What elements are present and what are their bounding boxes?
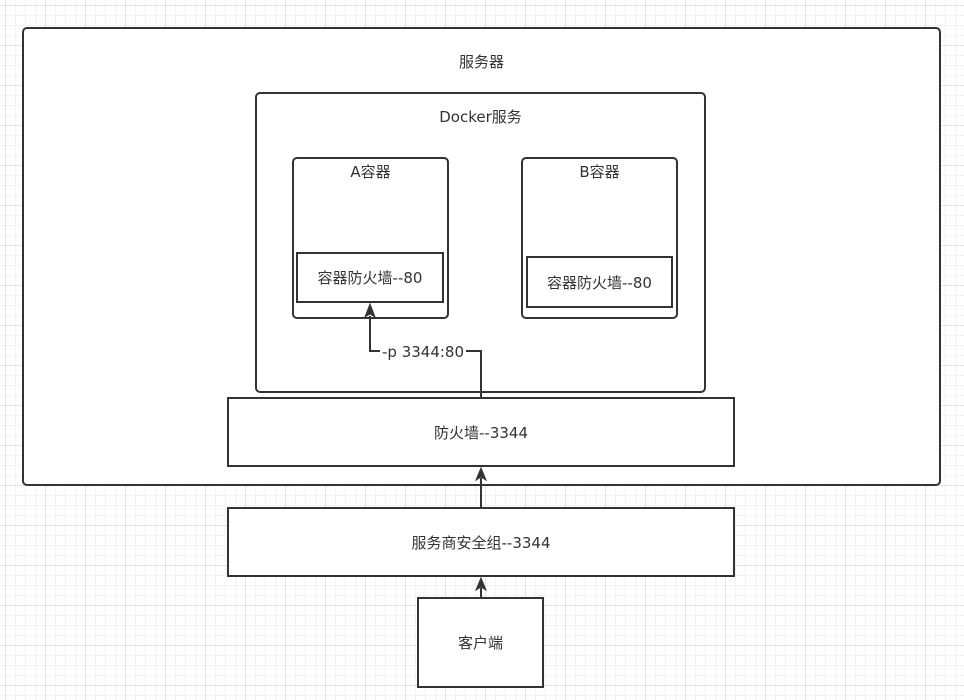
container-a-firewall-label: 容器防火墙--80 (317, 269, 423, 287)
server-label: 服务器 (458, 53, 504, 71)
container-b-firewall-label: 容器防火墙--80 (547, 273, 652, 292)
host-firewall-box[interactable]: 防火墙--3344 (227, 397, 735, 467)
container-a-firewall-box[interactable]: 容器防火墙--80 (296, 252, 444, 303)
docker-service-label: Docker服务 (439, 108, 522, 126)
container-b-label: B容器 (579, 163, 620, 181)
client-box[interactable]: 客户端 (417, 597, 544, 688)
container-a-label: A容器 (350, 163, 391, 181)
security-group-box[interactable]: 服务商安全组--3344 (227, 507, 735, 577)
client-to-security-group-arrowhead (474, 576, 488, 592)
host-firewall-label: 防火墙--3344 (434, 423, 528, 442)
client-label: 客户端 (457, 634, 503, 652)
port-mapping-label: -p 3344:80 (380, 343, 467, 361)
container-b-firewall-box[interactable]: 容器防火墙--80 (526, 256, 673, 308)
security-group-label: 服务商安全组--3344 (411, 533, 551, 552)
